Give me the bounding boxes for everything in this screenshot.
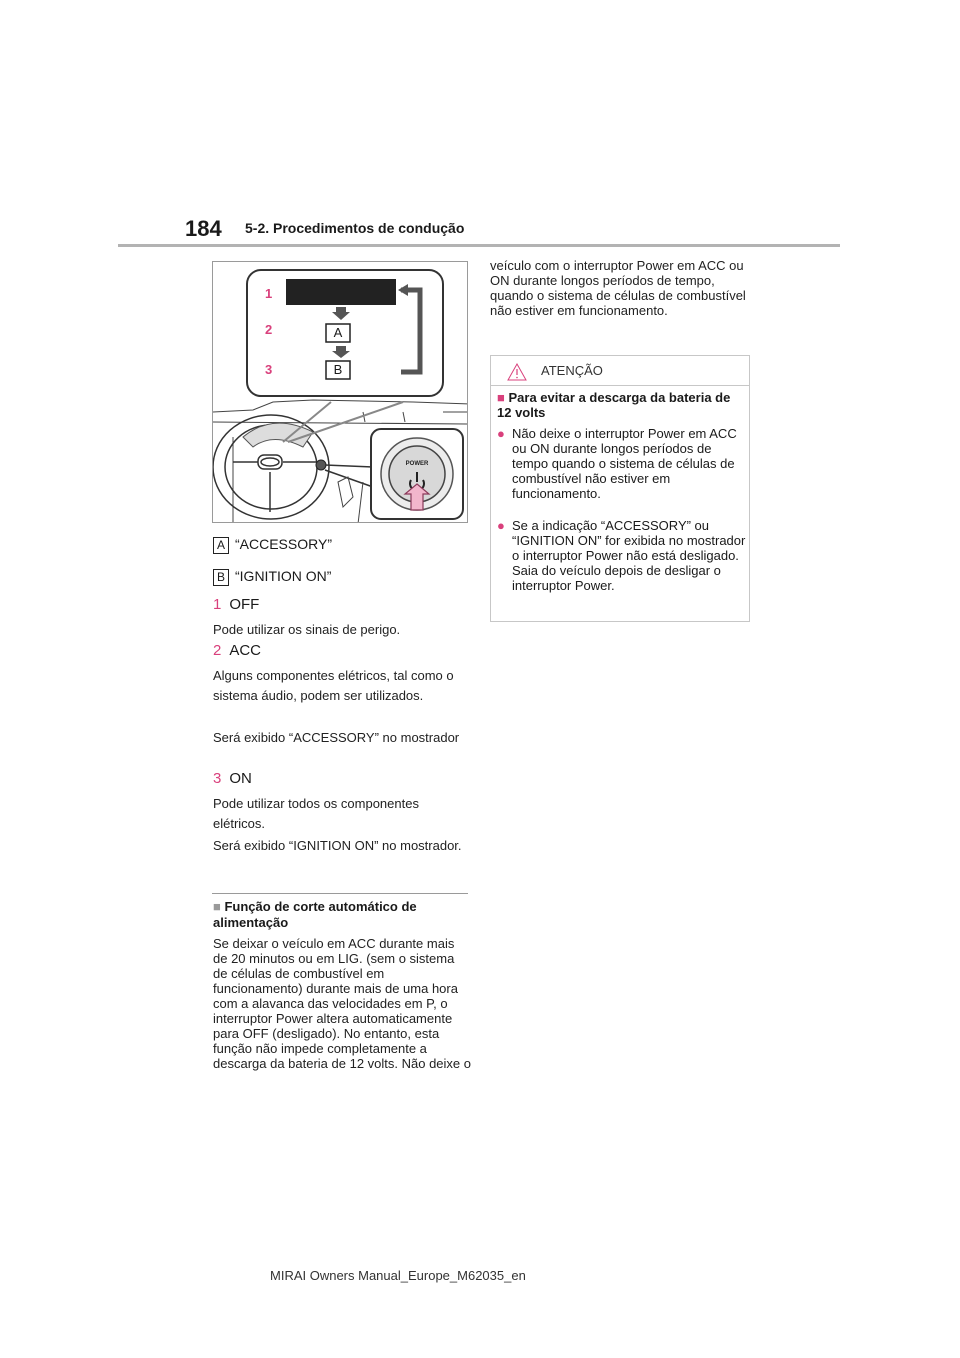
callout-number-1: 1	[265, 286, 273, 301]
instrument-cluster	[242, 422, 314, 448]
step-acc-display: Será exibido “ACCESSORY” no mostrador	[213, 730, 460, 745]
step-acc: 2 ACC	[213, 642, 261, 659]
callout-number-3: 3	[265, 362, 273, 377]
step-off: 1 OFF	[213, 596, 259, 613]
bullet-icon: ●	[497, 426, 505, 441]
warning-bullet-text: Se a indicação “ACCESSORY” ou “IGNITION …	[512, 518, 746, 593]
step-on-display: Será exibido “IGNITION ON” no mostrador.	[213, 838, 462, 853]
auto-off-heading: ■ Função de corte automático de alimenta…	[213, 899, 468, 931]
step-on-desc: Pode utilizar todos os componentes elétr…	[213, 796, 419, 831]
warning-subtitle: ■ Para evitar a descarga da bateria de 1…	[497, 390, 742, 420]
warning-header-divider	[491, 385, 749, 386]
key-b: B	[213, 568, 229, 586]
legend-accessory: A “ACCESSORY”	[213, 536, 332, 554]
legend-ignition-on: B “IGNITION ON”	[213, 568, 331, 586]
step-number: 3	[213, 770, 222, 787]
switch-mode-callout	[246, 269, 444, 397]
step-label: ON	[229, 770, 252, 787]
bullet-icon: ●	[497, 518, 505, 533]
page-number: 184	[185, 216, 222, 241]
figure-label-a: A	[333, 325, 343, 340]
figure-label-b: B	[333, 362, 343, 377]
key-a: A	[213, 536, 229, 554]
legend-ignition-on-text: “IGNITION ON”	[235, 568, 332, 584]
warning-bullet-text: Não deixe o interruptor Power em ACC ou …	[512, 426, 737, 501]
step-on: 3 ON	[213, 770, 252, 787]
step-number: 2	[213, 642, 222, 659]
power-button-inset	[370, 428, 464, 520]
warning-bullet: ● Não deixe o interruptor Power em ACC o…	[497, 426, 747, 501]
step-acc-desc: Alguns componentes elétricos, tal como o…	[213, 668, 454, 703]
section-divider	[212, 893, 468, 894]
section-title: 5-2. Procedimentos de condução	[245, 220, 465, 236]
manual-footer: MIRAI Owners Manual_Europe_M62035_en	[270, 1268, 526, 1283]
square-marker-icon: ■	[497, 390, 505, 405]
auto-off-continued: veículo com o interruptor Power em ACC o…	[490, 258, 746, 318]
step-label: OFF	[229, 596, 260, 613]
warning-triangle-icon	[507, 363, 527, 381]
step-number: 1	[213, 596, 222, 613]
warning-title: ATENÇÃO	[541, 363, 603, 378]
auto-off-title: Função de corte automático de alimentaçã…	[213, 899, 417, 930]
step-off-desc: Pode utilizar os sinais de perigo.	[213, 622, 401, 637]
callout-number-2: 2	[265, 322, 273, 337]
warning-box: ATENÇÃO ■ Para evitar a descarga da bate…	[490, 355, 750, 622]
warning-bullet: ● Se a indicação “ACCESSORY” ou “IGNITIO…	[497, 518, 747, 593]
power-button-label: POWER	[405, 461, 429, 467]
square-marker-icon: ■	[213, 899, 221, 914]
warning-subtitle-text: Para evitar a descarga da bateria de 12 …	[497, 390, 731, 420]
legend-accessory-text: “ACCESSORY”	[235, 536, 332, 552]
power-switch-illustration: 1 2 3 A B POWER	[212, 261, 468, 523]
auto-off-body: Se deixar o veículo em ACC durante mais …	[213, 936, 472, 1071]
step-label: ACC	[229, 642, 262, 659]
header-divider	[118, 244, 840, 247]
dashboard-drawing	[213, 269, 467, 522]
